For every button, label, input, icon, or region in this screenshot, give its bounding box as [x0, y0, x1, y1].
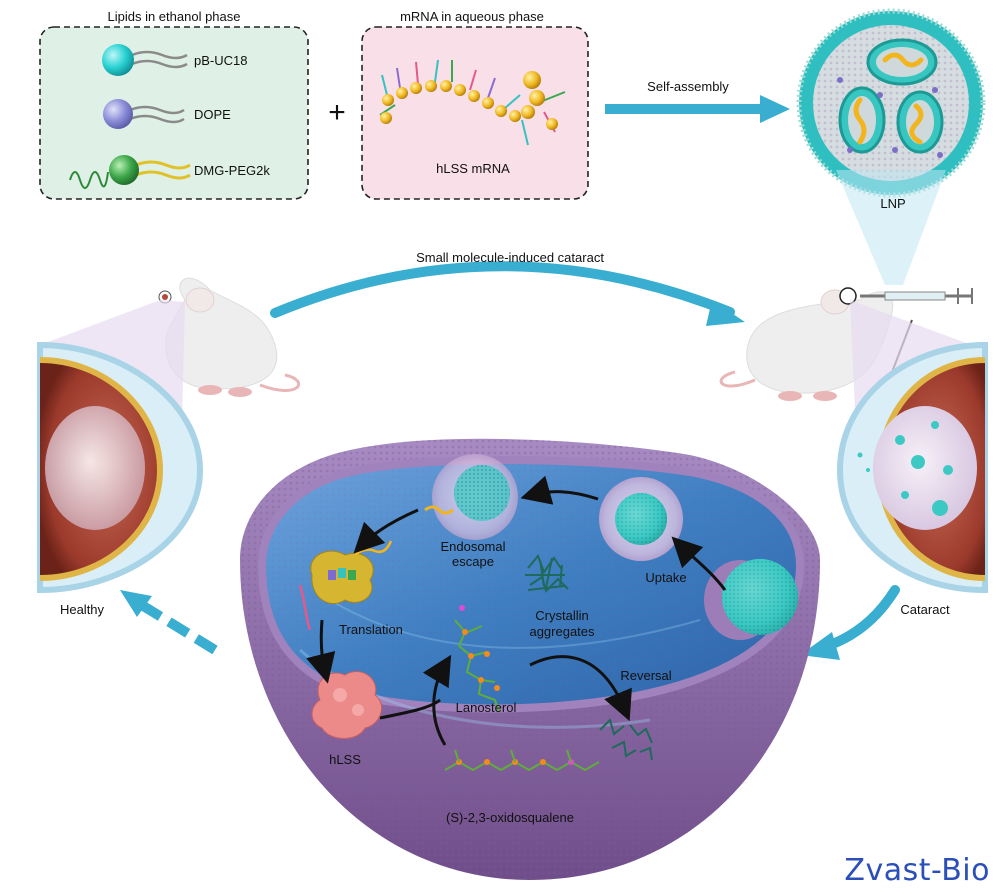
endosomal-label-line1: Endosomal	[440, 539, 505, 554]
hlss-enzyme-icon	[311, 671, 383, 739]
arrow-to-uptake	[671, 536, 727, 591]
lanosterol-molecule-icon	[454, 605, 500, 713]
uptake-label: Uptake	[645, 570, 686, 585]
cataract-eye-cross-section	[836, 341, 988, 594]
arrow-endosome-to-ribosome	[353, 508, 419, 554]
mrna-panel: mRNA in aqueous phase hLSS mRNA	[361, 9, 589, 200]
lnp-particle	[796, 8, 986, 198]
dmg-peg2k-molecule-icon	[69, 155, 191, 189]
mrna-box	[361, 26, 589, 200]
healthy-mouse	[158, 277, 301, 397]
dispersed-crystallin-icon	[599, 718, 653, 761]
dope-molecule-icon	[103, 99, 185, 129]
arrow-reversal	[529, 655, 632, 722]
oxidosqualene-label: (S)-2,3-oxidosqualene	[446, 810, 574, 825]
mrna-bead-chain	[380, 71, 558, 130]
crystallin-aggregate-icon	[525, 554, 569, 593]
healthy-label: Healthy	[60, 602, 105, 617]
induction-label: Small molecule-induced cataract	[416, 250, 604, 265]
cataract-mouse-eye-icon	[839, 287, 857, 305]
ribosome-icon	[298, 540, 393, 631]
lnp-entering-cell	[704, 559, 798, 640]
pathway-arrows	[306, 475, 727, 746]
plus-sign: +	[328, 96, 346, 129]
lnp-zoom-cone	[836, 170, 946, 285]
lnp-label: LNP	[880, 196, 905, 211]
healthy-clear-lens	[45, 406, 145, 530]
hlss-label: hLSS	[329, 752, 361, 767]
cataract-label: Cataract	[900, 602, 950, 617]
mrna-label: hLSS mRNA	[436, 161, 510, 176]
arrow-hlss-catalysis	[379, 698, 441, 720]
translation-label: Translation	[339, 622, 403, 637]
uptake-vesicle	[599, 477, 683, 561]
arrow-translation-to-hlss	[306, 619, 336, 684]
lipid-panel: Lipids in ethanol phase pB-UC18 DOPE DMG…	[39, 9, 309, 200]
self-assembly-label: Self-assembly	[647, 79, 729, 94]
arrow-uptake-to-endosome	[520, 475, 599, 505]
arrow-oxidosqualene-to-lanosterol	[422, 654, 452, 746]
cataract-opaque-lens	[873, 406, 977, 530]
endosomal-label-line2: escape	[452, 554, 494, 569]
induction-arrow-curve	[270, 261, 735, 318]
mrna-box-title: mRNA in aqueous phase	[400, 9, 544, 24]
crystallin-label-line2: aggregates	[529, 624, 595, 639]
lipid-label-pb-uc18: pB-UC18	[194, 53, 247, 68]
crystallin-label-line1: Crystallin	[535, 608, 588, 623]
endosome	[424, 454, 518, 540]
recovery-dashed-arrow	[120, 590, 218, 655]
lanosterol-label: Lanosterol	[456, 700, 517, 715]
lipid-label-dmg-peg2k: DMG-PEG2k	[194, 163, 270, 178]
induction-arrow-head	[706, 300, 745, 326]
oxidosqualene-molecule-icon	[444, 749, 600, 772]
reversal-label: Reversal	[620, 668, 671, 683]
brand-watermark: Zvast-Bio	[844, 853, 990, 888]
pb-uc18-molecule-icon	[102, 44, 188, 76]
treatment-arrow	[800, 585, 900, 660]
self-assembly-arrow	[605, 95, 790, 123]
lipid-box-title: Lipids in ethanol phase	[108, 9, 241, 24]
healthy-eye-cross-section	[37, 341, 204, 594]
lipid-label-dope: DOPE	[194, 107, 231, 122]
